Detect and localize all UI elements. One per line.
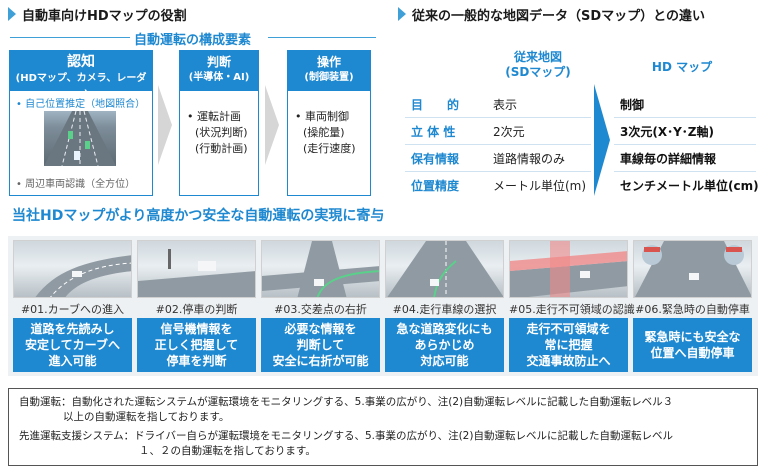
case-text-lane-label: 急な道路変化にも あらかじめ 対応可能	[396, 322, 493, 368]
case-caption-nodrive: #05.走行不可領域の認識	[509, 303, 635, 316]
case-text-emergency: 緊急時にも安全な 位置へ自動停車	[633, 318, 752, 372]
case-caption-emergency: #06.緊急時の自動停車	[635, 303, 750, 316]
judgment-box: 判断 (半導体・AI) • 運転計画 (状況判断) (行動計画)	[179, 50, 259, 196]
operation-header: 操作 (制御装置)	[288, 51, 370, 91]
case-caption-turn: #03.交差点の右折	[274, 303, 367, 316]
header-marker-icon	[8, 7, 16, 21]
perception-subtitle: (HDマップ、カメラ、レーダー)	[15, 73, 147, 100]
right-title: 従来の一般的な地図データ（SDマップ）との違い	[412, 9, 706, 24]
road-illustration	[44, 111, 116, 166]
perception-header: 認知 (HDマップ、カメラ、レーダー)	[10, 51, 152, 100]
judgment-title: 判断	[206, 55, 231, 69]
perception-title: 認知	[67, 54, 95, 70]
case-image-nodrive	[509, 240, 628, 298]
notes-box: 自動運転：自動化された運転システムが運転環境をモニタリングする、5.事業の広がり…	[8, 388, 758, 466]
row-label-dimension: 立 体 性	[411, 125, 456, 139]
row-label-info: 保有情報	[411, 152, 460, 166]
operation-title: 操作	[316, 55, 341, 69]
note-line-2: 以上の自動運転を指しております。	[63, 411, 230, 423]
hd-value-dimension: 3次元(X･Y･Z軸)	[620, 125, 714, 139]
case-caption-lane: #04.走行車線の選択	[392, 303, 497, 316]
perception-item-localization: • 自己位置推定（地図照合）	[16, 99, 146, 110]
case-text-stop-label: 信号機情報を 正しく把握して 停車を判断	[154, 322, 239, 368]
divider-right	[268, 37, 376, 38]
sd-value-dimension: 2次元	[493, 125, 525, 139]
case-text-emergency-label: 緊急時にも安全な 位置へ自動停車	[644, 330, 741, 360]
judgment-item-3: (行動計画)	[195, 142, 248, 155]
case-text-turn-label: 必要な情報を 判断して 安全に右折が可能	[272, 322, 369, 368]
perception-box: 認知 (HDマップ、カメラ、レーダー) • 自己位置推定（地図照合） • 周辺車…	[9, 50, 153, 196]
sd-value-purpose: 表示	[493, 98, 518, 112]
case-text-stop: 信号機情報を 正しく把握して 停車を判断	[137, 318, 256, 372]
operation-item-3: (走行速度)	[303, 142, 356, 155]
note-line-3: 先進運転支援システム：ドライバー自らが運転環境をモニタリングする、5.事業の広が…	[19, 430, 673, 442]
hd-table: 制御 3次元(X･Y･Z軸) 車線毎の詳細情報 センチメートル単位(cm)	[614, 90, 759, 198]
case-text-curve: 道路を先読みし 安定してカーブへ 進入可能	[13, 318, 132, 372]
judgment-header: 判断 (半導体・AI)	[180, 51, 258, 91]
case-caption-stop: #02.停車の判断	[155, 303, 238, 316]
hd-value-accuracy: センチメートル単位(cm)	[620, 179, 759, 193]
judgment-items: • 運転計画 (状況判断) (行動計画)	[187, 109, 258, 157]
note-line-1: 自動運転：自動化された運転システムが運転環境をモニタリングする、5.事業の広がり…	[19, 396, 674, 408]
sd-value-info: 道路情報のみ	[493, 152, 566, 166]
sd-header-line2: (SDマップ)	[505, 65, 571, 79]
hd-value-purpose: 制御	[620, 98, 645, 112]
case-text-lane: 急な道路変化にも あらかじめ 対応可能	[385, 318, 504, 372]
hd-value-info: 車線毎の詳細情報	[620, 152, 717, 166]
left-title: 自動車向けHDマップの役割	[22, 9, 187, 24]
case-image-turn	[261, 240, 380, 298]
operation-item-1: • 車両制御	[295, 110, 349, 123]
operation-item-2: (操舵量)	[303, 126, 345, 139]
sd-header-line1: 従来地図	[513, 50, 562, 64]
case-image-lane	[385, 240, 504, 298]
case-image-curve	[13, 240, 132, 298]
section-subtitle: 自動運転の構成要素	[134, 33, 252, 48]
judgment-item-1: • 運転計画	[187, 110, 241, 123]
case-text-curve-label: 道路を先読みし 安定してカーブへ 進入可能	[25, 322, 120, 368]
sd-table: 目 的 表示 立 体 性 2次元 保有情報 道路情報のみ 位置精度 メートル単位…	[405, 90, 591, 198]
case-text-turn: 必要な情報を 判断して 安全に右折が可能	[261, 318, 380, 372]
note-line-4: １、２の自動運転を指しております。	[139, 445, 316, 457]
tagline: 当社HDマップがより高度かつ安全な自動運転の実現に寄与	[12, 208, 385, 224]
case-image-stop	[137, 240, 256, 298]
case-image-emergency	[633, 240, 752, 298]
judgment-subtitle: (半導体・AI)	[188, 72, 250, 83]
compare-arrow-icon	[594, 84, 610, 196]
case-text-nodrive-label: 走行不可領域を 常に把握 交通事故防止へ	[526, 322, 611, 368]
flow-arrow-icon	[265, 85, 279, 165]
hd-header: HD マップ	[651, 60, 713, 74]
case-text-nodrive: 走行不可領域を 常に把握 交通事故防止へ	[509, 318, 628, 372]
divider-left	[10, 37, 130, 38]
sd-value-accuracy: メートル単位(m)	[493, 179, 587, 193]
row-label-purpose: 目 的	[411, 98, 460, 112]
flow-arrow-icon	[158, 85, 172, 165]
perception-item-surrounding: • 周辺車両認識（全方位）	[16, 179, 136, 190]
operation-subtitle: (制御装置)	[304, 72, 354, 83]
case-caption-curve: #01.カーブへの進入	[20, 303, 125, 316]
row-label-accuracy: 位置精度	[411, 179, 460, 193]
judgment-item-2: (状況判断)	[195, 126, 248, 139]
operation-box: 操作 (制御装置) • 車両制御 (操舵量) (走行速度)	[287, 50, 371, 196]
sd-header: 従来地図 (SDマップ)	[488, 50, 588, 80]
road-image	[44, 111, 116, 166]
header-marker-icon	[398, 7, 406, 21]
operation-items: • 車両制御 (操舵量) (走行速度)	[295, 109, 370, 157]
